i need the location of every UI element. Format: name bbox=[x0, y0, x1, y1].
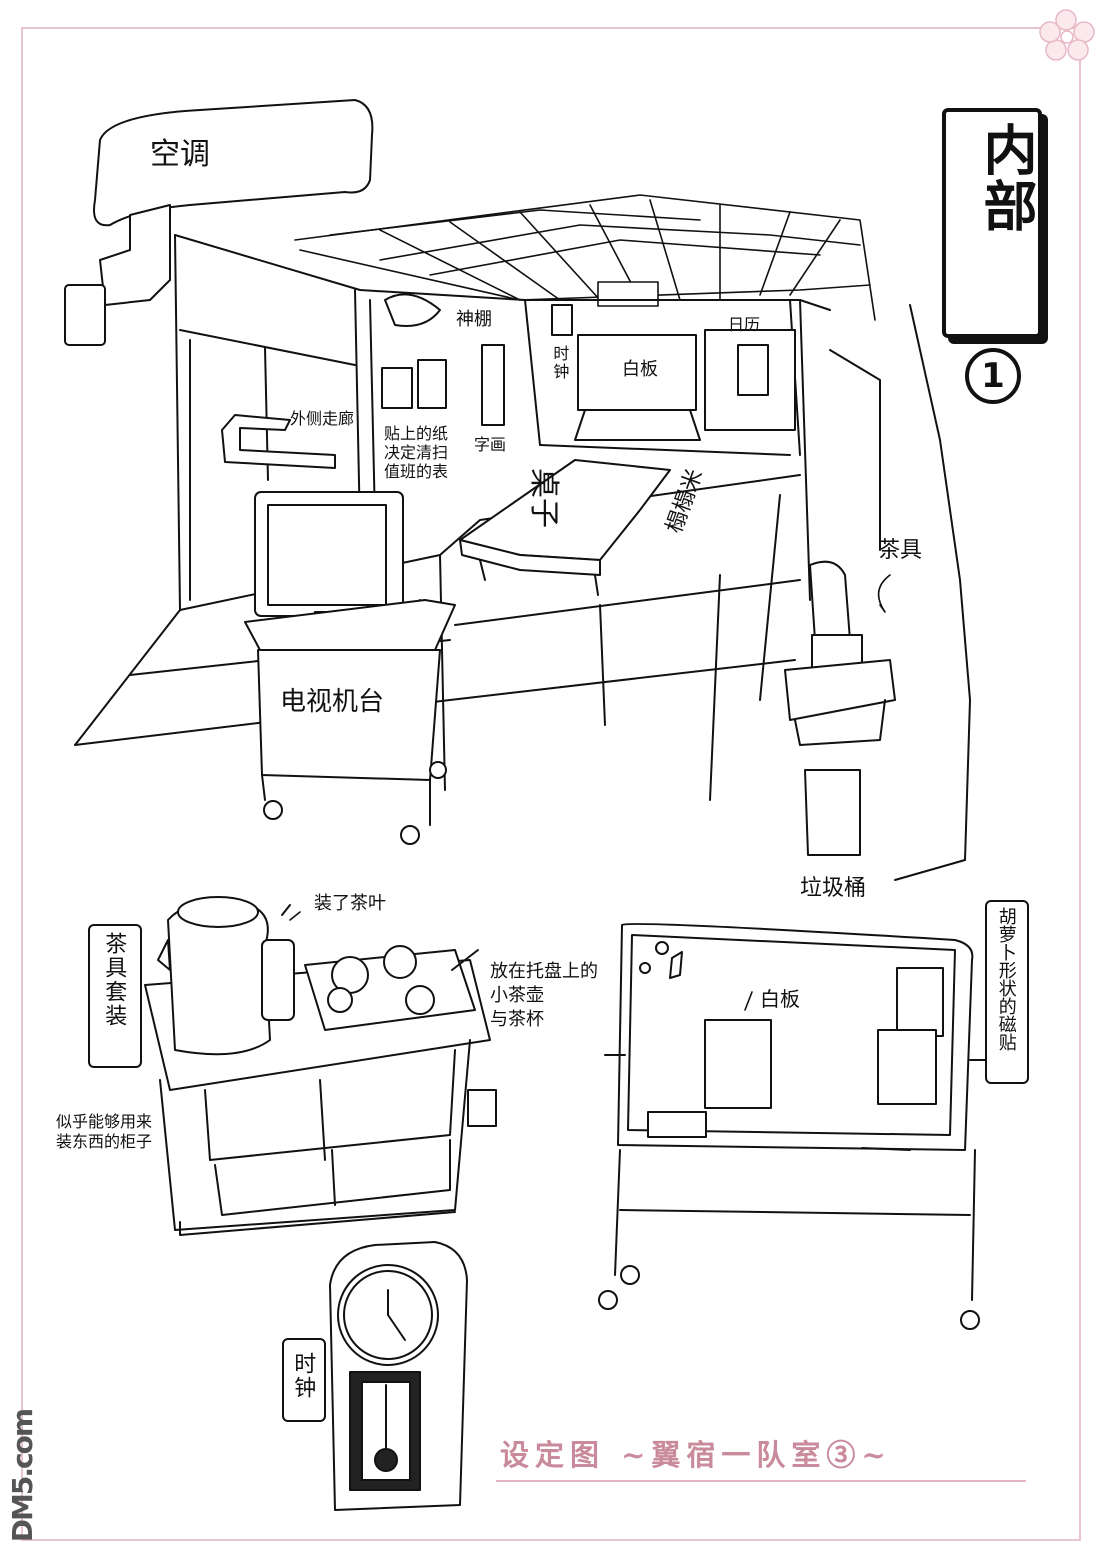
room-structure bbox=[74, 234, 971, 881]
label-box-clock: 时钟 bbox=[282, 1338, 326, 1422]
label-shelf: 神棚 bbox=[456, 309, 492, 330]
page-frame bbox=[21, 27, 1081, 1541]
label-corridor: 外侧走廊 bbox=[290, 409, 355, 428]
label-table: 桌子 bbox=[526, 468, 561, 528]
tray-line: 与茶杯 bbox=[490, 1009, 544, 1030]
section-title-box: 内部 1 bbox=[942, 108, 1042, 404]
label-magnets: 胡萝卜形状的磁贴 bbox=[995, 907, 1017, 1051]
section-number: 1 bbox=[965, 348, 1021, 404]
label-box-magnets: 胡萝卜形状的磁贴 bbox=[985, 900, 1029, 1084]
page-caption: 设定图 ~翼宿一队室③~ bbox=[500, 1438, 892, 1472]
notice-line: 决定清扫 bbox=[384, 443, 449, 462]
watermark-logo: DM5.com bbox=[6, 1410, 39, 1543]
label-calligraphy: 字画 bbox=[474, 435, 507, 454]
label-clock-room: 时钟 bbox=[550, 345, 570, 381]
tray-line: 放在托盘上的 bbox=[490, 961, 598, 982]
label-notice: 贴上的纸 决定清扫 值班的表 bbox=[384, 424, 448, 481]
cabinet-line: 似乎能够用来 bbox=[56, 1112, 153, 1131]
cabinet-line: 装东西的柜子 bbox=[56, 1132, 153, 1151]
notice-line: 贴上的纸 bbox=[384, 424, 449, 443]
label-air-conditioner: 空调 bbox=[150, 137, 210, 172]
label-cabinet: 似乎能够用来 装东西的柜子 bbox=[56, 1112, 152, 1152]
label-tea-set-room: 茶具 bbox=[878, 538, 923, 563]
air-conditioner-drawing bbox=[64, 99, 374, 346]
section-title: 内部 bbox=[974, 122, 1038, 234]
wall-clock-drawing bbox=[329, 1241, 468, 1511]
low-table-drawing bbox=[459, 459, 671, 596]
label-tea-set-cart: 茶具套装 bbox=[101, 932, 127, 1028]
whiteboard-drawing bbox=[598, 923, 986, 1330]
label-box-tea-set-cart: 茶具套装 bbox=[88, 924, 142, 1068]
tv-stand-drawing bbox=[244, 491, 456, 845]
label-clock: 时钟 bbox=[290, 1352, 316, 1400]
annotation-arrows bbox=[289, 574, 891, 1011]
tray-line: 小茶壶 bbox=[490, 985, 544, 1006]
label-trash: 垃圾桶 bbox=[800, 876, 867, 901]
label-whiteboard-room: 白板 bbox=[622, 359, 658, 380]
caption-underline bbox=[496, 1480, 1026, 1482]
label-tv-stand: 电视机台 bbox=[280, 687, 385, 717]
tea-counter-drawing bbox=[784, 560, 896, 856]
label-tea-leaves: 装了茶叶 bbox=[314, 893, 386, 914]
label-whiteboard: 白板 bbox=[760, 987, 800, 1011]
label-tray: 放在托盘上的 小茶壶 与茶杯 bbox=[490, 960, 598, 1032]
label-calendar: 日历 bbox=[728, 315, 761, 334]
ceiling-grid bbox=[294, 194, 876, 321]
flower-icon bbox=[1039, 9, 1095, 61]
tea-cart-drawing bbox=[144, 896, 497, 1236]
notice-line: 值班的表 bbox=[384, 462, 449, 481]
